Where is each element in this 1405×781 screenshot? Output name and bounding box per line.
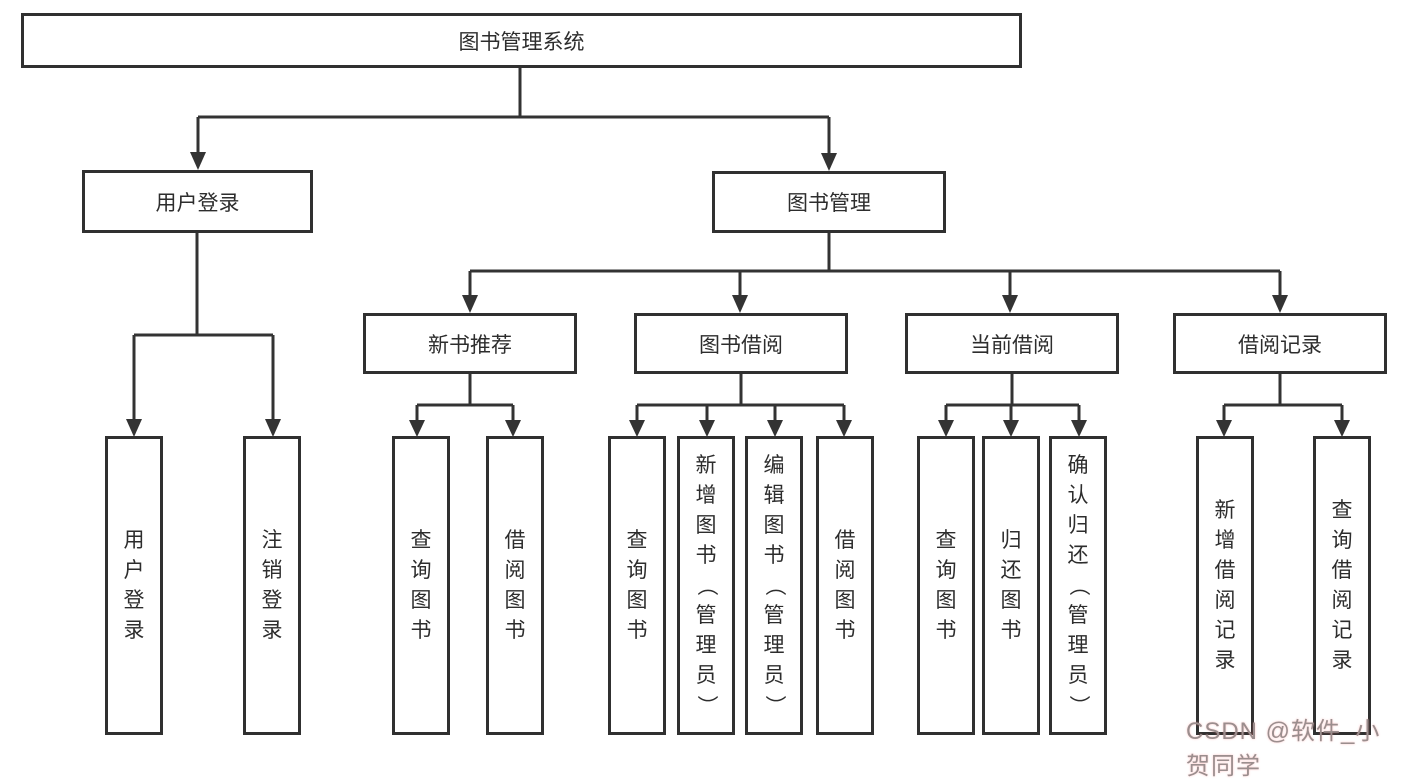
connector-user-login — [132, 233, 275, 420]
leaf-current-query-books-label: 查询图书 — [935, 529, 957, 642]
leaf-borrow-edit-books-admin: 编辑图书（管理员） — [745, 436, 803, 735]
node-root-system: 图书管理系统 — [21, 13, 1022, 68]
leaf-newbook-query-books: 查询图书 — [392, 436, 450, 735]
leaf-records-add-record: 新增借阅记录 — [1196, 436, 1254, 735]
node-current-borrowing: 当前借阅 — [905, 313, 1119, 374]
arrowheads-new-book — [409, 420, 521, 437]
node-book-borrowing: 图书借阅 — [634, 313, 848, 374]
arrowheads-current — [938, 420, 1087, 437]
leaf-borrow-edit-books-admin-label: 编辑图书（管理员） — [762, 454, 786, 716]
leaf-borrow-borrow-books-label: 借阅图书 — [834, 529, 856, 642]
connector-book-mgmt — [468, 233, 1282, 296]
connector-root — [196, 68, 831, 155]
leaf-borrow-borrow-books: 借阅图书 — [816, 436, 874, 735]
leaf-newbook-borrow-books: 借阅图书 — [486, 436, 544, 735]
csdn-watermark: CSDN @软件_小贺同学 — [1186, 718, 1381, 780]
connector-records — [1222, 374, 1344, 421]
leaf-current-query-books: 查询图书 — [917, 436, 975, 735]
node-book-management: 图书管理 — [712, 171, 946, 233]
leaf-borrow-add-books-admin-label: 新增图书（管理员） — [694, 454, 718, 716]
leaf-records-query-record: 查询借阅记录 — [1313, 436, 1371, 735]
leaf-newbook-borrow-books-label: 借阅图书 — [504, 529, 526, 642]
leaf-borrow-query-books-label: 查询图书 — [626, 529, 648, 642]
leaf-current-return-books: 归还图书 — [982, 436, 1040, 735]
arrowheads-borrow — [629, 420, 852, 437]
leaf-records-query-record-label: 查询借阅记录 — [1331, 499, 1353, 672]
leaf-logout: 注销登录 — [243, 436, 301, 735]
arrowheads-book-mgmt — [462, 295, 1288, 313]
leaf-borrow-add-books-admin: 新增图书（管理员） — [677, 436, 735, 735]
arrowheads-root — [190, 152, 837, 171]
arrowheads-records — [1216, 420, 1350, 437]
leaf-user-login-label: 用户登录 — [123, 529, 145, 642]
leaf-newbook-query-books-label: 查询图书 — [410, 529, 432, 642]
node-new-book-recommend: 新书推荐 — [363, 313, 577, 374]
leaf-current-confirm-return-admin: 确认归还（管理员） — [1049, 436, 1107, 735]
leaf-user-login: 用户登录 — [105, 436, 163, 735]
feature-tree-diagram: 图书管理系统 用户登录 图书管理 新书推荐 图书借阅 当前借阅 借阅记录 用户登… — [21, 13, 1387, 780]
arrowheads-user-login — [126, 419, 281, 437]
node-borrowing-records: 借阅记录 — [1173, 313, 1387, 374]
leaf-records-add-record-label: 新增借阅记录 — [1214, 499, 1236, 672]
connector-new-book — [415, 374, 515, 421]
leaf-logout-label: 注销登录 — [261, 529, 283, 642]
leaf-borrow-query-books: 查询图书 — [608, 436, 666, 735]
leaf-current-return-books-label: 归还图书 — [1000, 529, 1022, 642]
connector-borrow — [635, 374, 846, 421]
connector-current — [944, 374, 1081, 421]
leaf-current-confirm-return-admin-label: 确认归还（管理员） — [1066, 454, 1090, 716]
node-user-login: 用户登录 — [82, 170, 313, 233]
